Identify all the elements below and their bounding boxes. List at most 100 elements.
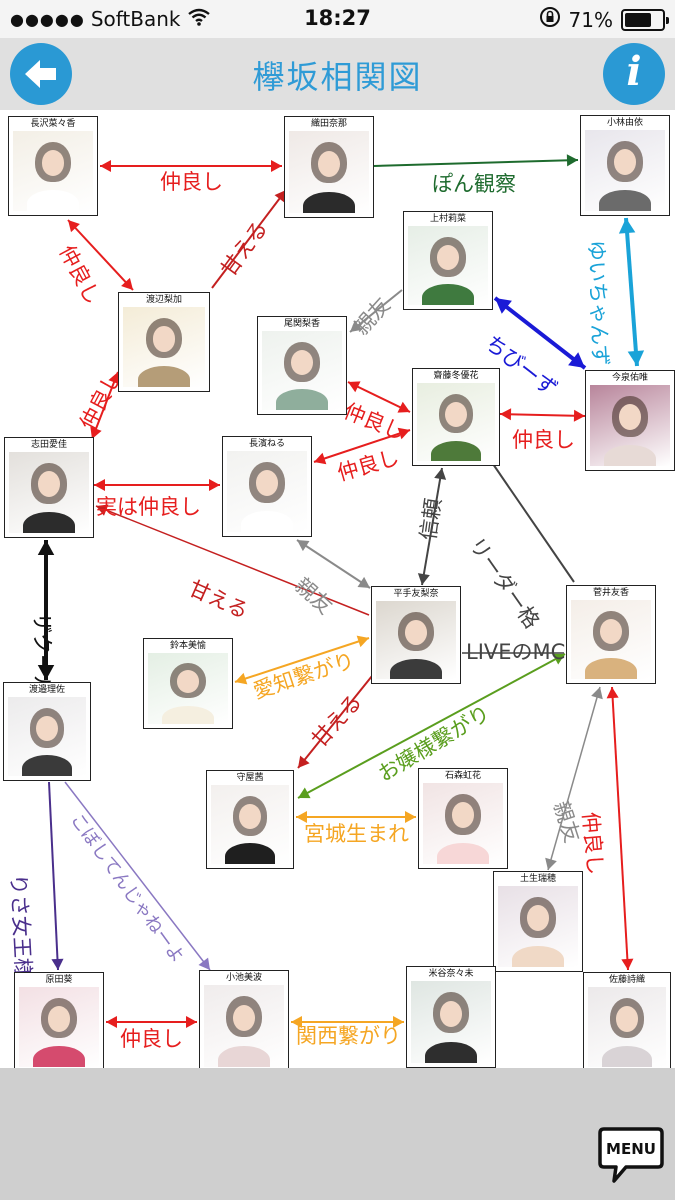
- member-photo: [204, 985, 284, 1067]
- member-card-yonetani[interactable]: 米谷奈々未: [406, 966, 496, 1068]
- arrowhead: [209, 478, 220, 492]
- member-card-ozeki[interactable]: 尾関梨香: [257, 316, 347, 415]
- arrowhead: [397, 401, 410, 413]
- member-name: 上村莉菜: [429, 214, 466, 224]
- member-name: 志田愛佳: [30, 440, 67, 450]
- member-card-nagasawa[interactable]: 長沢菜々香: [8, 116, 98, 216]
- status-bar: ●●●●● SoftBank 18:27 71%: [0, 0, 675, 38]
- relation-label: 関西繋がり: [296, 1024, 401, 1048]
- member-photo: [13, 131, 93, 211]
- arrowhead: [298, 787, 311, 799]
- member-card-harada[interactable]: 原田葵: [14, 972, 104, 1068]
- relation-line-uemura-imaizumi: [493, 296, 587, 370]
- arrowhead: [606, 687, 619, 699]
- arrowhead: [271, 159, 282, 173]
- relation-line-saito-ozeki: [347, 381, 411, 413]
- relation-label: 実は仲良し: [96, 495, 201, 519]
- member-card-habu[interactable]: 土生瑞穂: [493, 871, 583, 972]
- arrowhead: [618, 218, 636, 234]
- member-card-saito[interactable]: 齋藤冬優花: [412, 368, 500, 466]
- member-name: 渡邉理佐: [28, 685, 65, 695]
- arrowhead: [121, 277, 133, 290]
- member-card-kobayashi[interactable]: 小林由依: [580, 115, 670, 216]
- arrowhead: [357, 576, 370, 588]
- member-name: 佐藤詩織: [608, 975, 645, 985]
- relation-label: 宮城生まれ: [304, 822, 409, 846]
- arrowhead: [568, 352, 585, 368]
- arrowhead: [434, 468, 447, 480]
- arrowhead: [96, 504, 109, 516]
- info-button[interactable]: i: [603, 43, 665, 105]
- member-photo: [408, 226, 488, 305]
- member-card-moriya[interactable]: 守屋茜: [206, 770, 294, 869]
- member-card-sato[interactable]: 佐藤詩織: [583, 972, 671, 1068]
- member-card-nagahama[interactable]: 長濱ねる: [222, 436, 312, 537]
- menu-bubble-icon: [598, 1127, 664, 1183]
- arrowhead: [90, 426, 102, 439]
- arrowhead: [100, 159, 111, 173]
- arrowhead: [106, 1015, 117, 1029]
- battery-percent: 71%: [568, 7, 613, 32]
- relation-line-saito-imaizumi: [499, 413, 586, 417]
- arrowhead: [356, 635, 369, 648]
- member-card-uemura[interactable]: 上村莉菜: [403, 211, 493, 310]
- member-photo: [585, 130, 665, 211]
- relation-line-sugai-sato: [611, 686, 629, 971]
- member-photo: [289, 131, 369, 213]
- relation-label: 仲良し: [160, 170, 223, 194]
- member-card-ishimori[interactable]: 石森虹花: [418, 768, 508, 869]
- member-photo: [262, 331, 342, 410]
- arrowhead: [296, 810, 307, 824]
- orientation-lock-icon: [539, 6, 561, 33]
- relation-line-sugai-habu: [547, 686, 601, 871]
- member-card-hirate[interactable]: 平手友梨奈: [371, 586, 461, 684]
- battery-fill: [625, 12, 651, 27]
- arrowhead: [627, 350, 645, 366]
- member-name: 渡辺梨加: [145, 295, 182, 305]
- member-photo: [123, 307, 205, 387]
- member-photo: [417, 383, 495, 461]
- carrier-name: SoftBank: [90, 7, 181, 31]
- arrowhead: [235, 672, 248, 685]
- relation-line-suzumoto-hirate: [234, 637, 370, 683]
- member-photo: [148, 653, 228, 724]
- arrowhead: [417, 573, 430, 585]
- member-card-imaizumi[interactable]: 今泉佑唯: [585, 370, 675, 471]
- member-name: 原田葵: [45, 975, 73, 985]
- arrowhead: [566, 154, 578, 167]
- arrowhead: [298, 755, 310, 768]
- arrowhead: [94, 478, 105, 492]
- member-card-watanabe_ri[interactable]: 渡邉理佐: [3, 682, 91, 781]
- arrowhead: [397, 427, 410, 440]
- page-title: 欅坂相関図: [252, 58, 423, 96]
- relationship-chart[interactable]: 仲良しぽん観察仲良し甘えるゆいちゃんず親友ちびーず仲良し仲良し仲良し仲良し実は仲…: [0, 110, 675, 1068]
- member-photo: [588, 987, 666, 1067]
- menu-button[interactable]: MENU: [598, 1127, 664, 1185]
- relation-line-nagahama-hirate: [296, 539, 371, 589]
- member-card-sugai[interactable]: 菅井友香: [566, 585, 656, 684]
- member-card-oda[interactable]: 織田奈那: [284, 116, 374, 218]
- arrowhead: [314, 452, 327, 465]
- member-card-suzumoto[interactable]: 鈴本美愉: [143, 638, 233, 729]
- arrowhead: [552, 653, 565, 665]
- arrowhead: [405, 810, 416, 824]
- member-card-shida[interactable]: 志田愛佳: [4, 437, 94, 538]
- arrowhead: [198, 957, 210, 970]
- member-photo: [8, 697, 86, 776]
- relation-line-sugai-saito: [492, 463, 575, 583]
- member-card-watanabe_r[interactable]: 渡辺梨加: [118, 292, 210, 392]
- back-button[interactable]: [10, 43, 72, 105]
- member-name: 齋藤冬優花: [433, 371, 479, 381]
- arrowhead: [297, 540, 310, 552]
- relation-label: ゆいちゃんず: [584, 239, 613, 367]
- member-name: 長沢菜々香: [30, 119, 76, 129]
- bottom-area: [0, 1068, 675, 1200]
- arrowhead: [545, 857, 557, 870]
- member-name: 小林由依: [606, 118, 643, 128]
- member-card-koike[interactable]: 小池美波: [199, 970, 289, 1068]
- relation-label: ぽん観察: [432, 172, 516, 196]
- arrowhead: [108, 372, 120, 385]
- member-photo: [376, 601, 456, 679]
- arrowhead: [350, 320, 363, 332]
- arrowhead: [68, 220, 80, 233]
